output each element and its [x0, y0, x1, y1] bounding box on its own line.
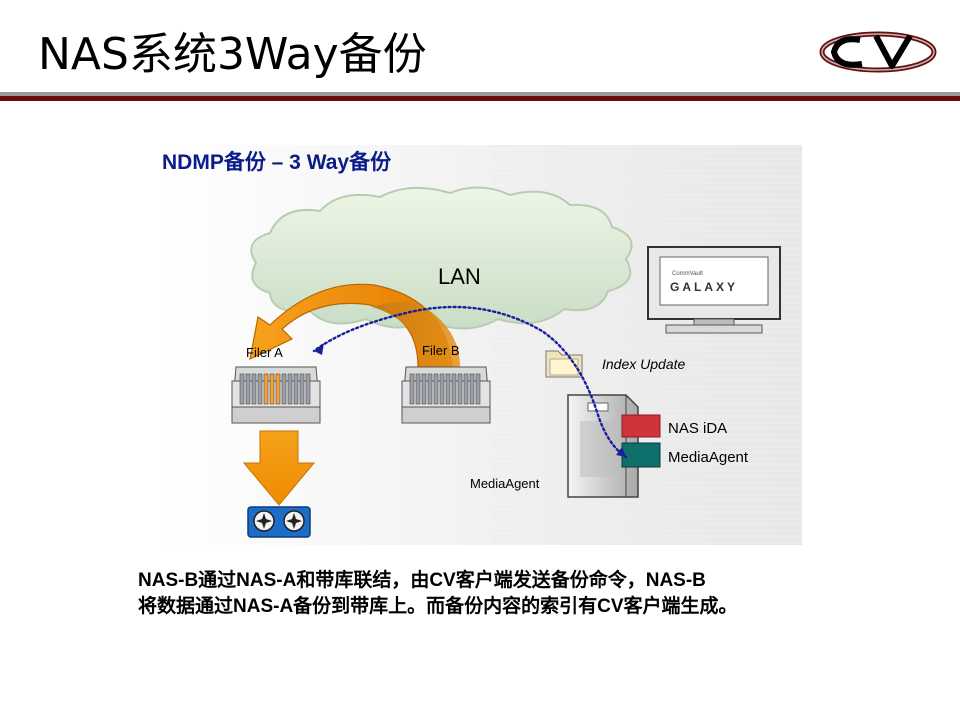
down-arrow	[242, 430, 316, 506]
monitor-brand: GALAXY	[670, 280, 738, 294]
diagram-heading: NDMP备份 – 3 Way备份	[162, 150, 392, 174]
filer-a-server	[231, 366, 321, 424]
title-rule-dark	[0, 96, 960, 101]
tape-library-icon	[247, 506, 311, 538]
title-rule-gray	[0, 92, 960, 96]
lan-label: LAN	[438, 264, 481, 289]
diagram-panel: NDMP备份 – 3 Way备份 LAN Filer A Filer B	[160, 145, 802, 545]
slide-title: NAS系统3Way备份	[38, 29, 427, 80]
index-folder-icon	[545, 350, 583, 378]
galaxy-monitor: CommVault GALAXY	[647, 246, 781, 334]
filer-a-label: Filer A	[246, 345, 283, 360]
mediaagent-server-label: MediaAgent	[470, 476, 540, 491]
caption-line-2: 将数据通过NAS-A备份到带库上。而备份内容的索引有CV客户端生成。	[138, 596, 738, 617]
data-flow-arrow	[249, 283, 460, 368]
monitor-brand-small: CommVault	[672, 271, 703, 277]
mediaagent-block	[621, 442, 661, 468]
caption: NAS-B通过NAS-A和带库联结，由CV客户端发送备份命令，NAS-B 将数据…	[138, 568, 898, 620]
caption-line-1: NAS-B通过NAS-A和带库联结，由CV客户端发送备份命令，NAS-B	[138, 570, 706, 591]
mediaagent-legend-label: MediaAgent	[668, 449, 749, 466]
nas-ida-label: NAS iDA	[668, 420, 727, 437]
nas-ida-block	[621, 414, 661, 438]
filer-b-server	[401, 366, 491, 424]
index-update-label: Index Update	[602, 356, 685, 372]
cv-logo	[819, 31, 937, 73]
control-path	[312, 305, 628, 459]
filer-b-label: Filer B	[422, 343, 460, 358]
